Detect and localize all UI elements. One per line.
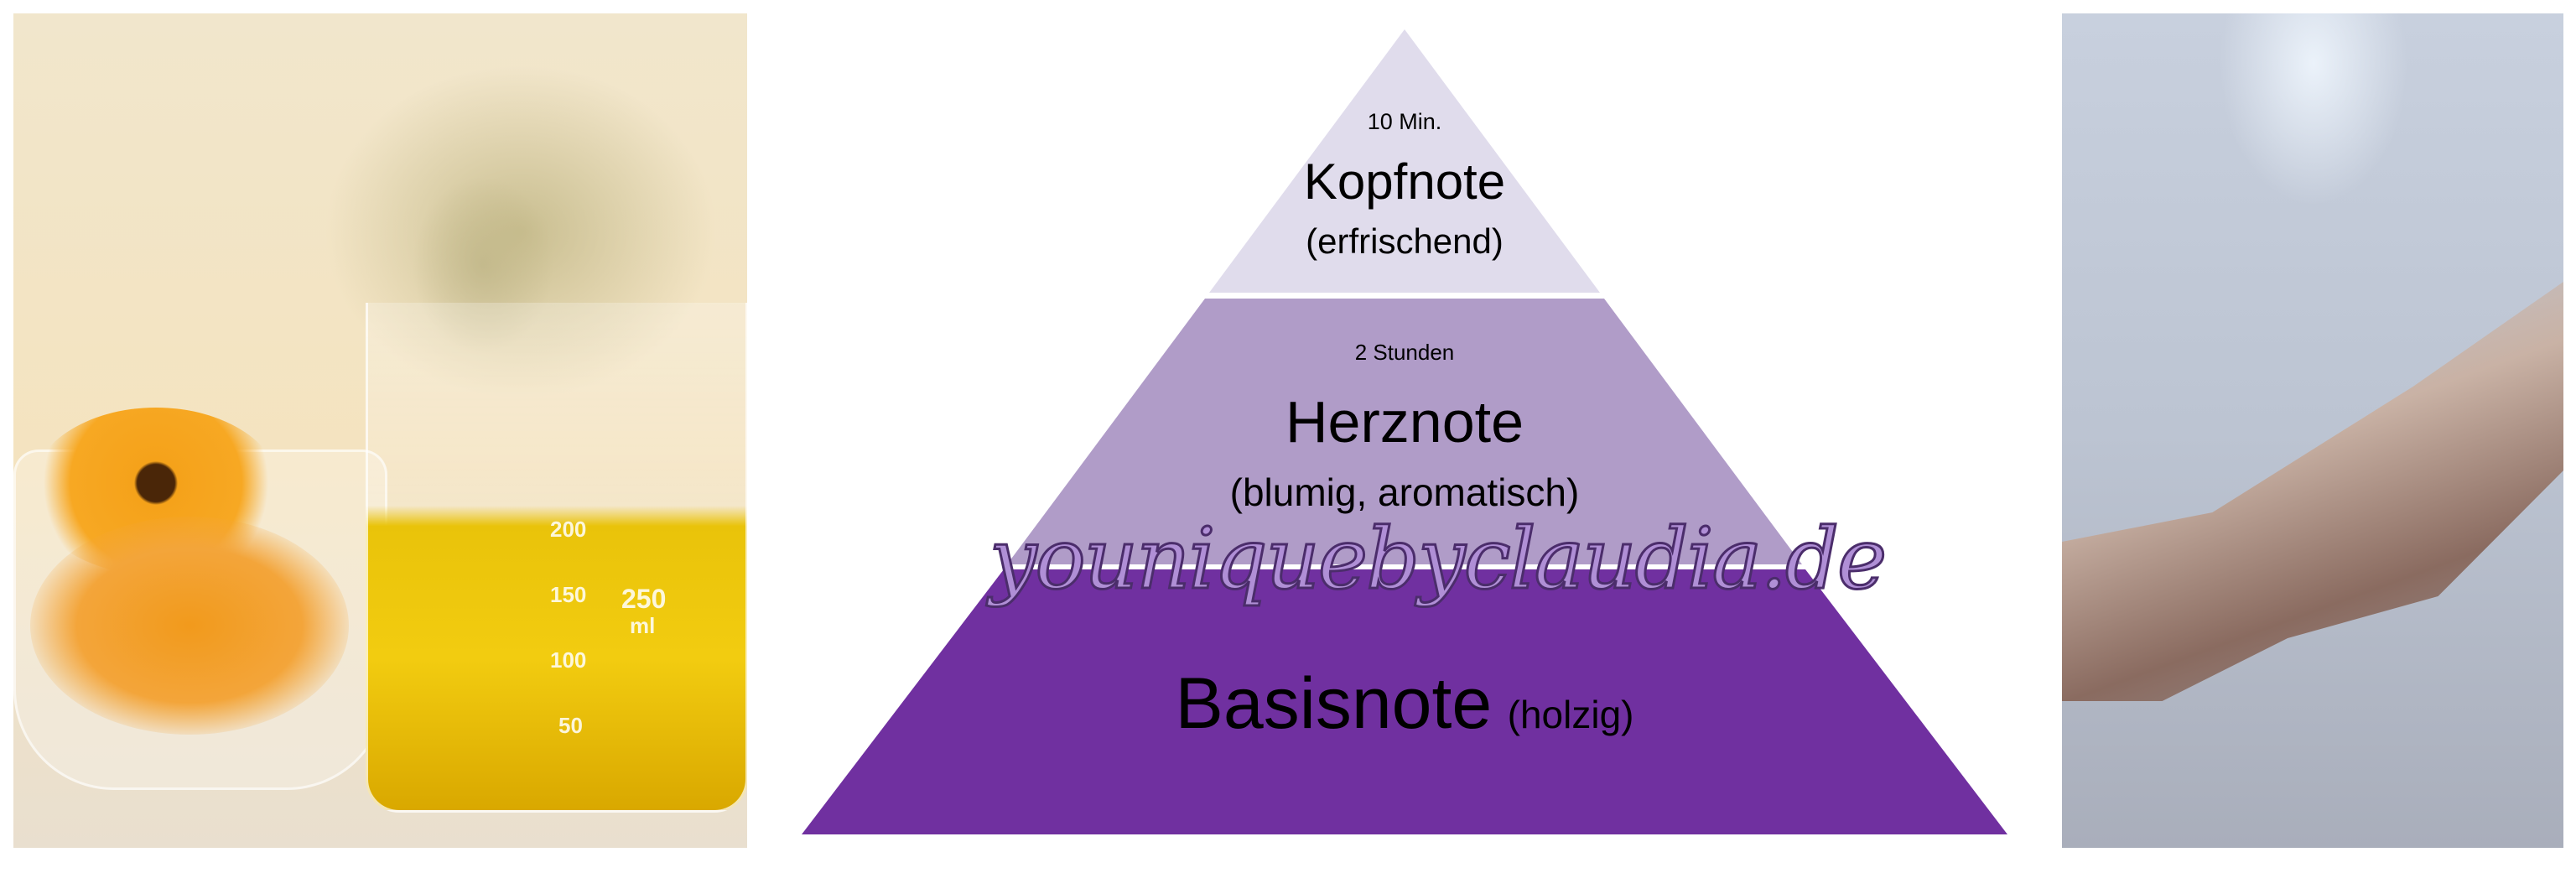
middle-tier-name: Herznote <box>1285 389 1524 455</box>
wrist-photo <box>2062 13 2563 848</box>
top-tier-time: 10 Min. <box>1367 109 1442 134</box>
top-tier-description: (erfrischend) <box>1306 221 1504 261</box>
beaker-unit: ml <box>630 613 656 638</box>
oil-beaker <box>366 303 747 813</box>
beaker-mark-150: 150 <box>550 582 587 607</box>
beaker-capacity: 250 <box>621 584 667 614</box>
hands <box>2062 282 2563 701</box>
base-tier-shape <box>802 569 2007 834</box>
top-tier-name: Kopfnote <box>1303 153 1506 210</box>
top-tier-shape <box>1209 29 1600 293</box>
middle-tier-time: 2 Stunden <box>1354 340 1455 365</box>
base-tier-description: (holzig) <box>1507 693 1634 736</box>
beaker-mark-200: 200 <box>550 517 587 542</box>
middle-tier-description: (blumig, aromatisch) <box>1229 470 1580 514</box>
watermark: youniquebyclaudia.de <box>989 509 1888 610</box>
calendula-oil-photo: 200 150 100 50 250 ml <box>13 13 747 848</box>
beaker-mark-50: 50 <box>558 713 583 738</box>
base-tier-label: Basisnote (holzig) <box>1048 663 1761 746</box>
calendula-petals <box>30 517 349 735</box>
base-tier-name: Basisnote <box>1175 663 1493 744</box>
middle-tier-shape <box>1007 299 1802 564</box>
beaker-mark-100: 100 <box>550 647 587 673</box>
